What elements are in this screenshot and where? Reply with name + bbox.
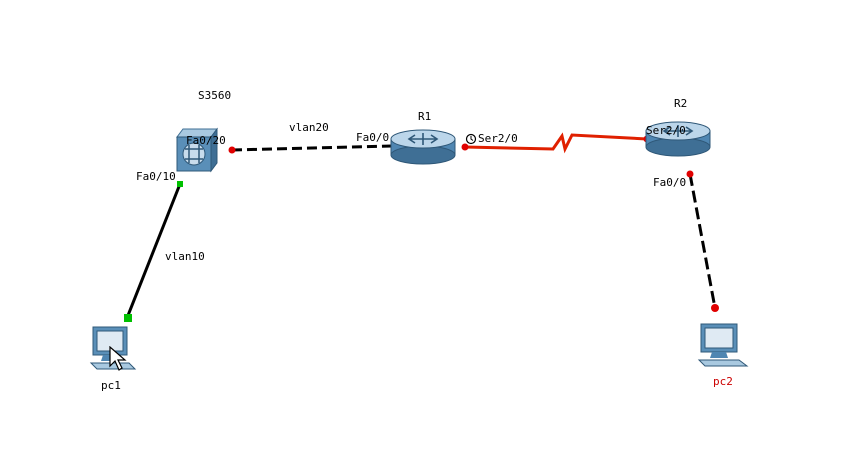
- mouse-pointer-icon: [109, 346, 127, 371]
- router-r1-device[interactable]: [389, 127, 457, 169]
- port-dot-pc2: [711, 304, 719, 312]
- router-icon: [390, 129, 456, 165]
- link-switch-r1[interactable]: [231, 144, 395, 152]
- port-dot-r1-ser20: [461, 143, 469, 151]
- pc2-device[interactable]: [697, 322, 751, 374]
- port-dot-sw-fa010: [177, 181, 183, 187]
- port-label-r1-fa00: Fa0/0: [356, 131, 390, 144]
- switch-device[interactable]: [175, 127, 219, 177]
- router-r2-device[interactable]: [644, 119, 712, 161]
- link-label-vlan10: vlan10: [165, 250, 205, 263]
- port-dot-r2-fa00: [686, 170, 694, 178]
- pc2-name-label: pc2: [713, 375, 733, 388]
- port-dot-sw-fa020: [228, 146, 236, 154]
- link-r2-pc2[interactable]: [688, 173, 717, 309]
- switch-name-label: S3560: [198, 89, 232, 102]
- router-icon: [645, 121, 711, 157]
- clock-icon: [465, 133, 477, 145]
- r2-name-label: R2: [674, 97, 688, 110]
- port-label-sw-fa020: Fa0/20: [186, 134, 226, 147]
- port-dot-pc1: [124, 314, 132, 322]
- pc-icon: [697, 323, 749, 367]
- link-serial-r1-r2[interactable]: [464, 132, 648, 154]
- multilayer-switch-icon: [176, 127, 218, 173]
- port-label-r2-ser20: Ser2/0: [646, 124, 686, 137]
- port-label-r1-ser20: Ser2/0: [478, 132, 518, 145]
- port-label-r2-fa00: Fa0/0: [653, 176, 687, 189]
- port-label-sw-fa010: Fa0/10: [136, 170, 176, 183]
- r1-name-label: R1: [418, 110, 432, 123]
- pc1-name-label: pc1: [101, 379, 121, 392]
- link-label-vlan20: vlan20: [289, 121, 329, 134]
- link-pc1-switch[interactable]: [125, 183, 182, 319]
